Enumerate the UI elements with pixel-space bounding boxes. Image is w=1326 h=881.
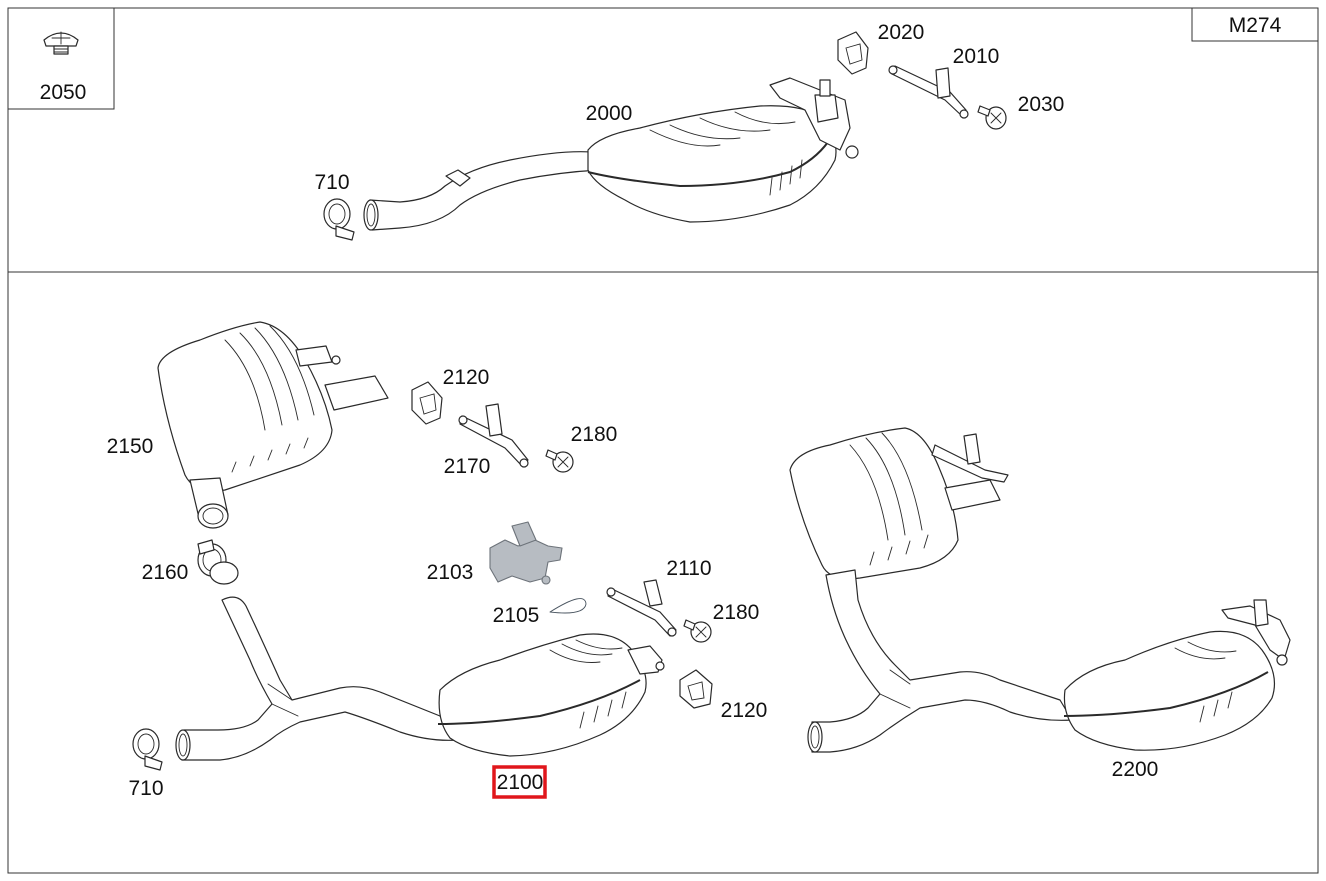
callout-2170[interactable]: 2170 — [444, 455, 491, 478]
part-2050-screw[interactable] — [43, 31, 79, 55]
callout-2010[interactable]: 2010 — [953, 45, 1000, 68]
part-2180-screw-lower[interactable] — [683, 619, 712, 643]
selected-callout-highlight — [492, 765, 547, 799]
callout-2150[interactable]: 2150 — [107, 435, 154, 458]
callout-2200[interactable]: 2200 — [1112, 758, 1159, 781]
part-710-clamp-top[interactable] — [323, 198, 355, 241]
callout-2103[interactable]: 2103 — [427, 561, 474, 584]
inset-box — [7, 7, 115, 110]
part-2170-hanger-bracket[interactable] — [458, 403, 529, 468]
callout-2105[interactable]: 2105 — [493, 604, 540, 627]
part-2200-complete-exhaust-system[interactable] — [789, 427, 1291, 753]
part-2000-front-muffler-assembly[interactable] — [363, 77, 859, 231]
part-2020-rubber-mount[interactable] — [837, 31, 869, 75]
part-2150-rear-muffler[interactable] — [157, 321, 389, 529]
part-2180-screw-upper[interactable] — [545, 449, 574, 473]
callout-2160[interactable]: 2160 — [142, 561, 189, 584]
callout-2180-upper[interactable]: 2180 — [571, 423, 618, 446]
callout-2180-lower[interactable]: 2180 — [713, 601, 760, 624]
part-2160-pipe-clamp[interactable] — [197, 539, 239, 585]
part-2120-rubber-mount-upper[interactable] — [411, 381, 443, 425]
callout-2000[interactable]: 2000 — [586, 102, 633, 125]
callout-2120-upper[interactable]: 2120 — [443, 366, 490, 389]
part-710-clamp-bottom[interactable] — [132, 728, 163, 771]
engine-code-label: M274 — [1229, 14, 1282, 37]
callout-2030[interactable]: 2030 — [1018, 93, 1065, 116]
part-2010-hanger-bracket[interactable] — [888, 65, 969, 119]
callout-2100[interactable]: 2100 — [497, 771, 544, 794]
part-2030-screw[interactable] — [977, 105, 1007, 130]
callout-710-bottom[interactable]: 710 — [128, 777, 163, 800]
engine-code-box — [1191, 7, 1319, 42]
part-2120-rubber-mount-lower[interactable] — [679, 669, 713, 709]
callout-2050[interactable]: 2050 — [40, 81, 87, 104]
part-2110-hanger-bracket[interactable] — [606, 579, 677, 637]
callout-2020[interactable]: 2020 — [878, 21, 925, 44]
callout-710-top[interactable]: 710 — [314, 171, 349, 194]
part-2103-damper-mount[interactable] — [489, 521, 563, 585]
part-2105-retaining-clip[interactable] — [549, 598, 587, 614]
part-2100-center-muffler-assembly[interactable] — [175, 596, 665, 761]
callout-2120-lower[interactable]: 2120 — [721, 699, 768, 722]
callout-2110[interactable]: 2110 — [666, 557, 711, 580]
outer-frame — [7, 7, 1319, 874]
